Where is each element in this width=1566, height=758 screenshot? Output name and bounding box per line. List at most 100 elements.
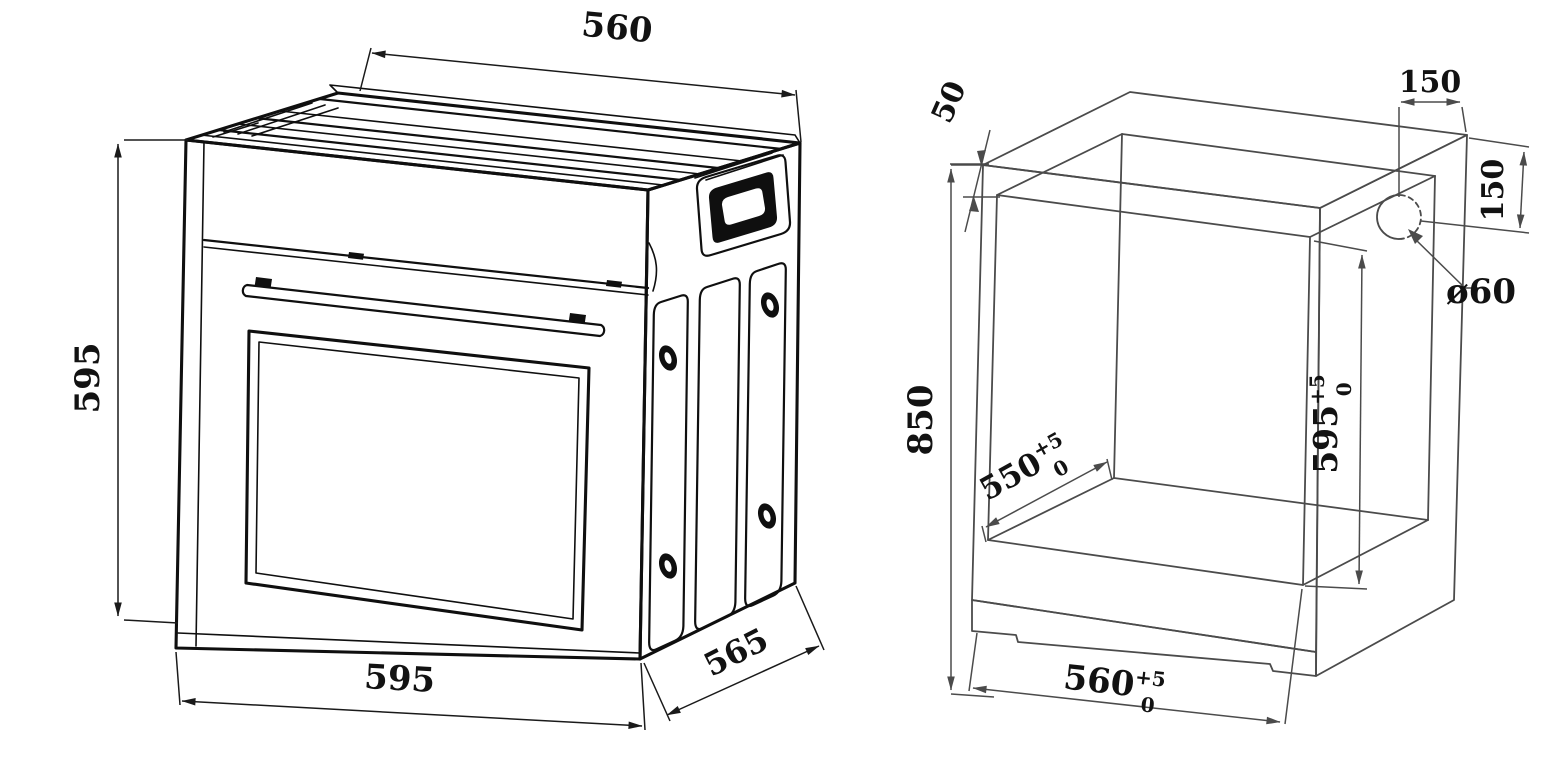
niche-right-top-edge [1309,175,1436,238]
top-frame-rail [200,134,664,186]
dim-niche-depth: 550+50 [972,427,1113,543]
dim-label-hole-offset-vertical: 150 [1476,159,1511,222]
top-frame-corner-detail [212,122,259,138]
dimension-line [666,645,820,716]
niche-floor-right-edge [1302,519,1429,586]
top-frame-rail [318,97,784,151]
dim-oven-height: 595 [68,139,188,624]
control-panel-trim-line [203,246,649,296]
side-channel [648,294,689,652]
oven-control-panel [202,238,658,296]
leader-line [1413,237,1478,289]
dimension-line [1516,151,1528,229]
door-window-outer [244,329,591,632]
dim-label-hole-offset-horizontal: 150 [1399,65,1462,100]
extension-line [123,139,188,624]
oven-door-window [244,329,591,632]
extension-line [1304,240,1368,590]
extension-line [359,47,802,143]
top-frame-rail [217,128,683,182]
side-channel [694,277,741,631]
extension-line [950,163,1000,198]
oven-isometric-view: 595 560 595 565 [68,5,825,731]
door-window-inner [255,341,580,620]
cabinet-top-face [982,91,1468,209]
extension-line [968,588,1303,725]
handle-bracket [568,313,586,323]
dimension-line [972,685,1281,725]
dim-top-panel-thickness: 50 [925,76,1000,233]
dim-hole-offset-vertical: 150 [1420,137,1530,234]
dim-label-niche-depth: 550+50 [972,427,1080,518]
cabinet-front-face [971,164,1321,653]
oven-top-mounting-frame [200,84,801,186]
corner-wrap-line [648,242,658,292]
dim-tol-plus: +5 [1305,374,1329,405]
niche-back-right-edge [1427,175,1436,521]
hole-arc-dashed [1398,194,1422,240]
dim-niche-width: 560+50 [968,588,1303,725]
side-knockout-hole [658,345,678,371]
top-frame-right-hatch [694,152,784,181]
dim-oven-front-width: 595 [175,651,646,731]
extension-line [1398,106,1467,197]
cabinet-niche [987,133,1436,586]
dim-label-cabinet-height: 850 [901,385,941,456]
extension-line [981,458,1113,543]
cabinet-plinth-board [971,599,1317,677]
dim-label-niche-width: 560+50 [1060,656,1167,718]
control-panel-lower-edge [202,238,650,290]
cable-hole [1376,194,1478,289]
dim-oven-top-width: 560 [359,5,802,143]
extension-line [643,585,825,722]
handle-bar [241,283,606,338]
side-channel [744,262,787,608]
oven-side-face [638,141,802,661]
oven-door-handle [241,277,606,338]
dim-tol-minus: 0 [1139,692,1156,717]
dim-label-oven-front-width: 595 [363,657,436,701]
dim-label-oven-top-width: 560 [580,5,655,52]
oven-bottom-trim-line [177,632,641,654]
oven-front-left-edge-inner [195,141,205,647]
dimension-line [985,461,1108,528]
dim-label-oven-height: 595 [68,343,108,414]
dim-value: 595 [1306,405,1345,474]
hole-diameter-label: ø60 [1446,272,1516,312]
niche-opening [987,194,1311,586]
handle-bracket [254,277,272,287]
niche-back-top-edge [1121,133,1436,177]
dim-arrow [977,150,986,165]
dimension-line [964,129,991,233]
dim-arrow [969,197,979,212]
vent-outer-frame [695,154,792,257]
dim-hole-offset-horizontal: 150 [1398,65,1467,197]
hinge-mark [606,280,622,288]
dim-label-oven-depth: 565 [698,620,775,684]
oven-side-vent [695,154,792,257]
dim-tol-minus: 0 [1049,454,1073,482]
dim-tol-minus: 0 [1332,382,1356,396]
hole-arc-solid [1376,194,1400,240]
cabinet-side-face [1315,134,1468,677]
leader-arrow [1408,229,1423,244]
side-knockout-hole [760,292,780,318]
dim-tol-plus: +5 [1134,664,1167,691]
dim-value: 560 [1061,657,1136,705]
dimension-line [1355,254,1366,585]
top-frame-rail [279,110,743,162]
niche-left-top-edge [996,133,1123,196]
dim-cabinet-height: 850 [901,164,995,698]
hinge-mark [348,252,364,260]
top-frame-rail [237,123,701,175]
top-frame-left-hatch [223,102,339,137]
niche-back-left-edge [1113,133,1123,479]
extension-line [175,651,646,731]
vent-slot [721,188,766,225]
dimension-line [181,697,643,730]
